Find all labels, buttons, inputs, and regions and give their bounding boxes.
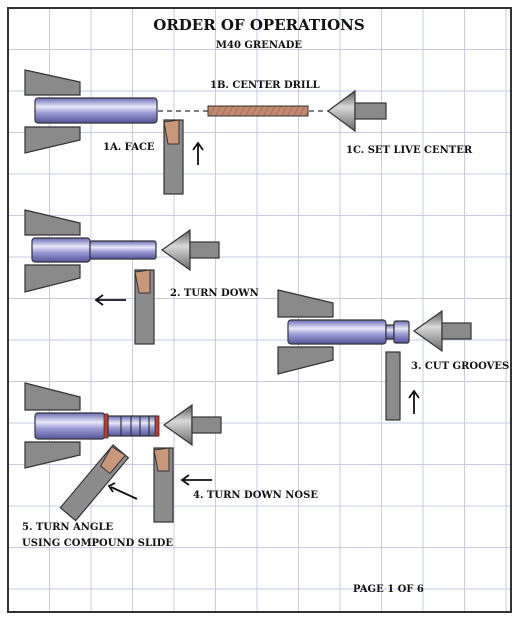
chuck-jaw-top	[24, 209, 81, 236]
page-title: ORDER OF OPERATIONS	[153, 16, 364, 34]
label-turn-down-nose: 4. TURN DOWN NOSE	[193, 490, 318, 501]
label-center-drill: 1B. CENTER DRILL	[210, 80, 320, 91]
nose-section	[107, 415, 159, 437]
facing-tool-tip	[163, 119, 180, 145]
label-cut-grooves: 3. CUT GROOVES	[411, 361, 509, 372]
label-face: 1A. FACE	[103, 142, 155, 153]
nose-turning-tool-tip	[153, 447, 170, 472]
chuck-jaw-bottom	[277, 346, 334, 375]
center-drill	[207, 105, 309, 117]
compound-slide-tool	[59, 444, 130, 522]
grooving-tool	[385, 351, 401, 421]
label-compound-slide: USING COMPOUND SLIDE	[22, 538, 173, 549]
live-center-cone	[412, 309, 443, 353]
live-center-cone	[160, 228, 191, 272]
live-center-cone	[326, 89, 356, 133]
page-subtitle: M40 GRENADE	[216, 40, 303, 51]
chuck-jaw-bottom	[24, 264, 81, 293]
live-center-body	[191, 416, 222, 434]
turned-section	[89, 240, 157, 260]
arrow-up-icon	[408, 389, 420, 414]
live-center-cone	[162, 403, 193, 447]
step-2-group: 2. TURN DOWN	[24, 209, 259, 345]
nose-end-band	[154, 415, 160, 437]
stock-bar	[31, 237, 91, 263]
arrow-diagonal-icon	[107, 482, 138, 500]
chuck-jaw-top	[277, 289, 334, 318]
live-center-body	[189, 241, 220, 259]
chuck-jaw-top	[24, 382, 81, 411]
arrow-left-icon	[180, 474, 212, 486]
stock-bar	[287, 319, 387, 345]
step-3-group: 3. CUT GROOVES	[277, 289, 509, 421]
chuck-jaw-bottom	[24, 126, 81, 154]
chuck-jaw-bottom	[24, 441, 81, 469]
stock-bar	[34, 97, 158, 124]
live-center-body	[441, 322, 472, 340]
chuck-jaw-top	[24, 69, 81, 96]
label-turn-down: 2. TURN DOWN	[170, 288, 259, 299]
turned-section	[393, 320, 410, 344]
page-border	[7, 7, 512, 613]
arrow-left-icon	[94, 294, 126, 306]
live-center-body	[354, 102, 387, 120]
stock-bar	[34, 412, 106, 440]
groove	[385, 324, 395, 340]
turning-tool-tip	[134, 269, 151, 294]
label-turn-angle: 5. TURN ANGLE	[22, 522, 113, 533]
arrow-up-icon	[192, 141, 204, 165]
label-live-center: 1C. SET LIVE CENTER	[346, 145, 473, 156]
step-4-5-group: 4. TURN DOWN NOSE 5. TURN ANGLE USING CO…	[22, 382, 318, 549]
step-1-group: 1B. CENTER DRILL 1C. SET LIVE CENTER 1A.…	[24, 69, 473, 195]
page-number: PAGE 1 OF 6	[353, 584, 424, 595]
